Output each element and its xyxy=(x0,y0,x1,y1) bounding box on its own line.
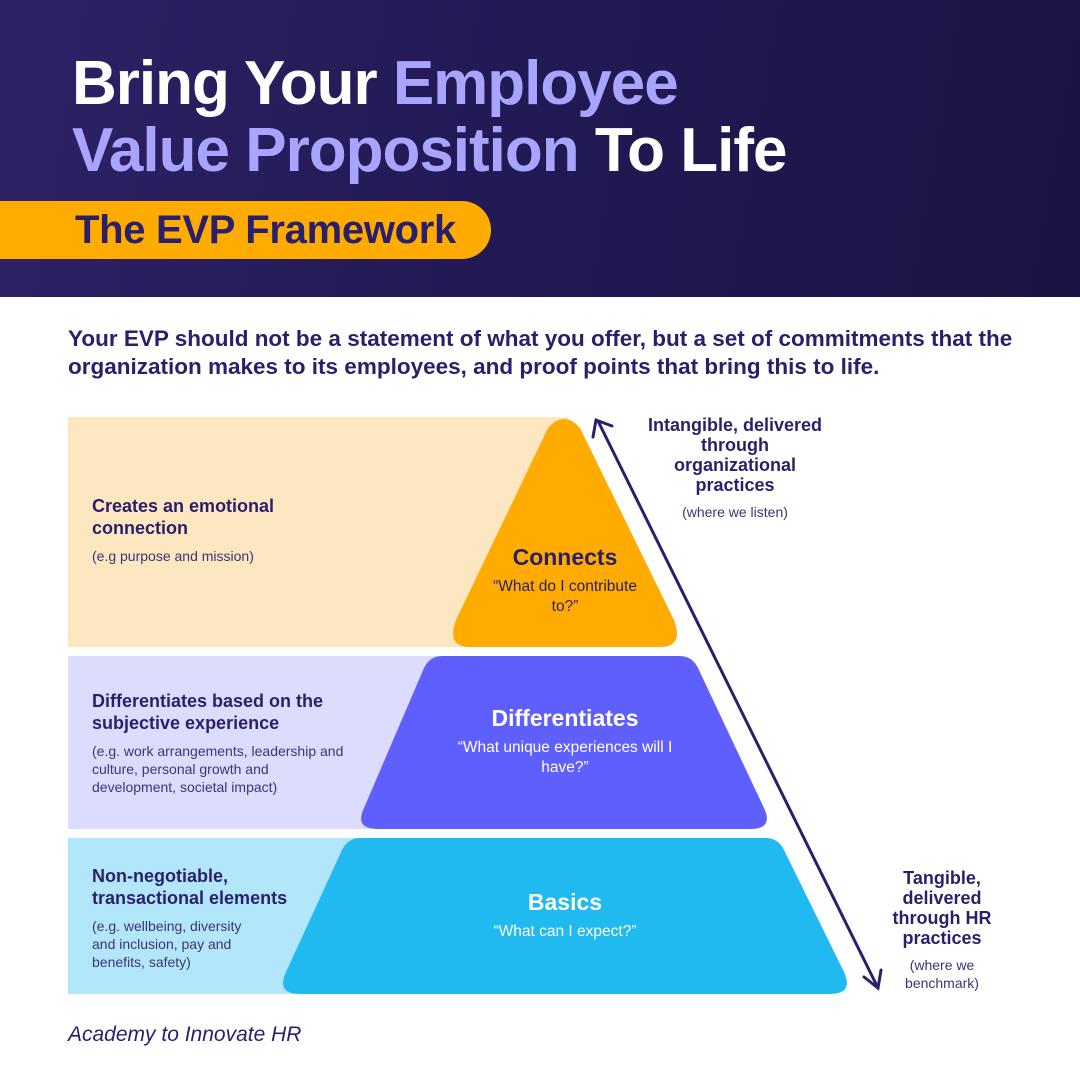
side-heading: Differentiates based on the subjective e… xyxy=(92,691,324,733)
framework-badge-label: The EVP Framework xyxy=(75,208,456,252)
side-text-connects: Creates an emotional connection (e.g pur… xyxy=(92,495,352,565)
tier-title: Differentiates xyxy=(491,705,639,731)
tier-shape-differentiates xyxy=(361,656,767,829)
tier-shape-basics xyxy=(283,838,847,994)
scale-heading: Tangible, delivered through HR practices xyxy=(892,868,992,948)
side-heading: Non-negotiable, transactional elements xyxy=(92,866,288,908)
tier-label-connects: Connects “What do I contribute to?” xyxy=(480,543,650,617)
tier-label-differentiates: Differentiates “What unique experiences … xyxy=(450,704,680,778)
scale-heading: Intangible, delivered through organizati… xyxy=(647,415,823,495)
scale-note-tangible: Tangible, delivered through HR practices… xyxy=(882,868,1002,992)
header-banner: Bring Your Employee Value Proposition To… xyxy=(0,0,1080,297)
side-detail: (e.g. wellbeing, diversity and inclusion… xyxy=(92,918,242,970)
title-accent-part: Value Proposition xyxy=(72,116,580,185)
title-white-part: To Life xyxy=(578,116,788,185)
side-text-basics: Non-negotiable, transactional elements (… xyxy=(92,865,317,971)
page-title: Bring Your Employee Value Proposition To… xyxy=(72,49,788,185)
tier-title: Connects xyxy=(512,544,618,570)
side-heading: Creates an emotional connection xyxy=(92,496,275,538)
double-arrow-icon xyxy=(591,417,883,991)
side-detail: (e.g. work arrangements, leadership and … xyxy=(92,743,344,795)
tier-question: “What can I expect?” xyxy=(493,923,637,940)
intro-statement: Your EVP should not be a statement of wh… xyxy=(68,326,1013,379)
tier-shape-connects xyxy=(453,419,677,647)
tier-title: Basics xyxy=(527,889,603,915)
footer-brand: Academy to Innovate HR xyxy=(68,1023,302,1046)
tier-question: “What do I contribute to?” xyxy=(493,578,637,615)
scale-detail: (where we benchmark) xyxy=(905,957,979,991)
framework-badge: The EVP Framework xyxy=(0,201,491,259)
side-text-differentiates: Differentiates based on the subjective e… xyxy=(92,690,352,796)
side-detail: (e.g purpose and mission) xyxy=(92,548,254,564)
scale-note-intangible: Intangible, delivered through organizati… xyxy=(640,415,830,521)
title-white-part: Bring Your xyxy=(72,49,393,118)
title-accent-part: Employee xyxy=(392,49,679,118)
tier-label-basics: Basics “What can I expect?” xyxy=(460,888,670,942)
tier-question: “What unique experiences will I have?” xyxy=(457,739,673,776)
scale-detail: (where we listen) xyxy=(682,504,788,520)
